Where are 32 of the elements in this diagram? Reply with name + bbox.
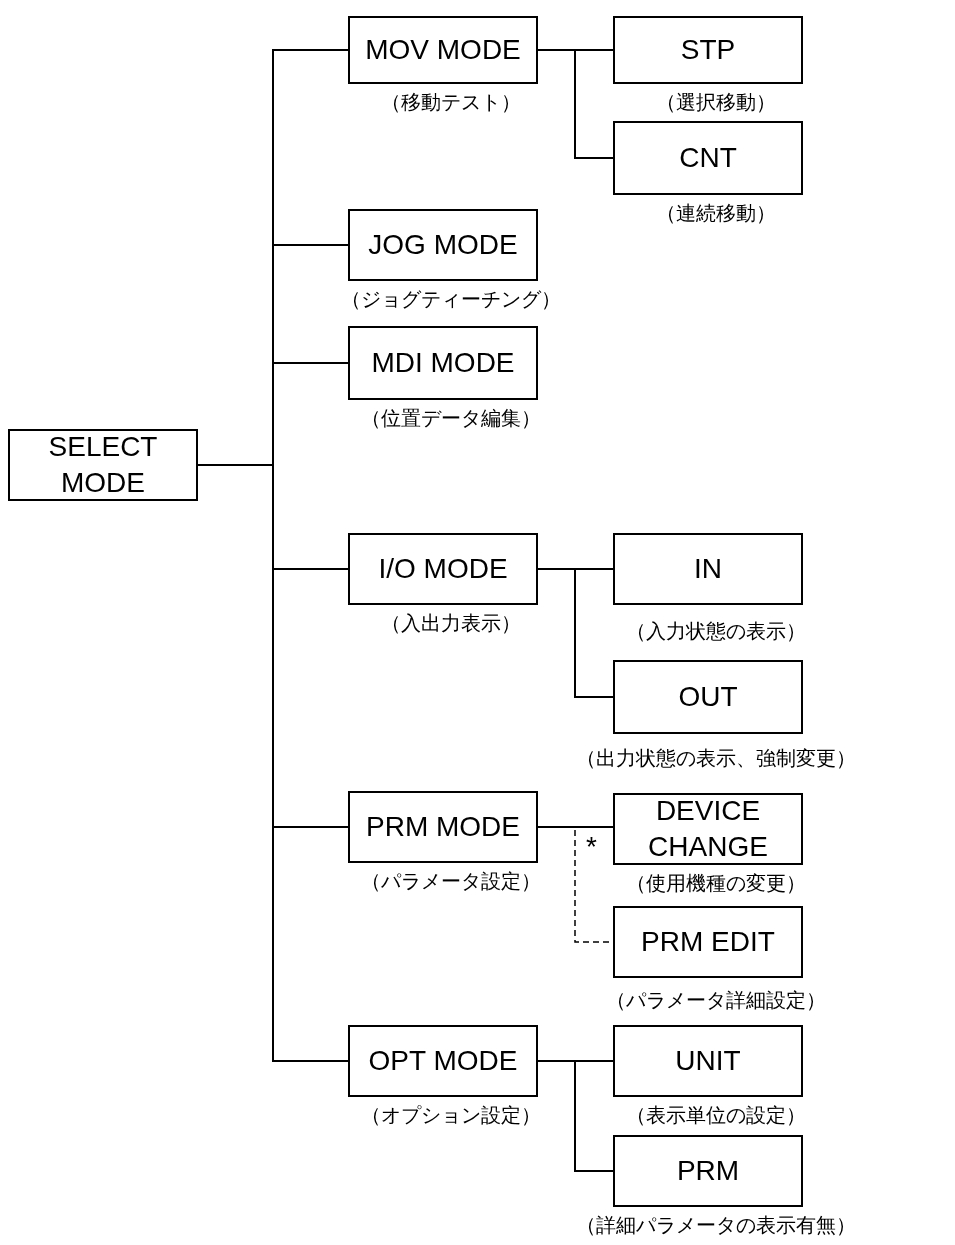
node-label: （位置データ編集） [361,407,541,429]
node-label: （入力状態の表示） [626,620,806,642]
mode-box: MOV MODE [348,16,538,84]
node-label: （入出力表示） [381,612,521,634]
node-label: （詳細パラメータの表示有無） [576,1214,856,1236]
mode-box: UNIT [613,1025,803,1097]
node-label: （出力状態の表示、強制変更） [576,747,856,769]
node-label: （パラメータ設定） [361,870,541,892]
mode-box: MDI MODE [348,326,538,400]
node-label: （選択移動） [656,91,776,113]
node-label: （表示単位の設定） [626,1104,806,1126]
connector-line [537,568,614,698]
mode-box: OUT [613,660,803,734]
node-label: （パラメータ詳細設定） [606,989,826,1011]
mode-box: I/O MODE [348,533,538,605]
mode-box: JOG MODE [348,209,538,281]
mode-box: PRM EDIT [613,906,803,978]
node-label: （オプション設定） [361,1104,541,1126]
node-label: （ジョグティーチング） [341,288,561,310]
connector-line [537,49,614,159]
mode-box: IN [613,533,803,605]
mode-box: DEVICE CHANGE [613,793,803,865]
connector-line [537,1060,614,1172]
root-box: SELECT MODE [8,429,198,501]
mode-box: PRM MODE [348,791,538,863]
node-label: （移動テスト） [381,91,521,113]
mode-box: OPT MODE [348,1025,538,1097]
node-label: （連続移動） [656,202,776,224]
mode-box: CNT [613,121,803,195]
node-label: （使用機種の変更） [626,872,806,894]
mode-box: PRM [613,1135,803,1207]
mode-box: STP [613,16,803,84]
